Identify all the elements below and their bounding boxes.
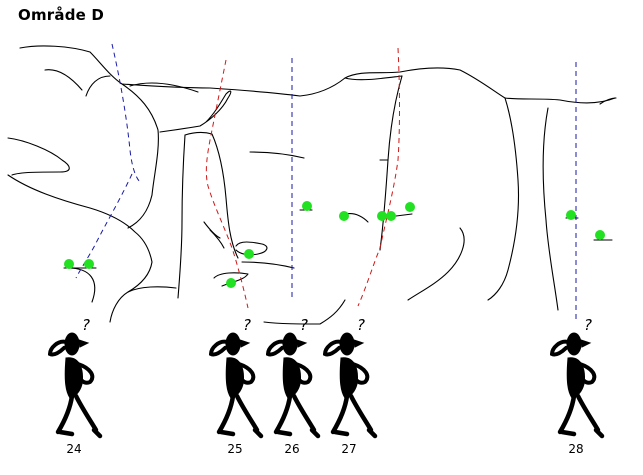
route-lines [75, 43, 577, 322]
bolt-marker [405, 202, 415, 212]
route-number-label: 25 [227, 442, 242, 456]
question-mark: ? [357, 316, 365, 334]
confused-climber-icon: ? [322, 316, 378, 439]
route-number-label: 27 [341, 442, 356, 456]
bolt-marker [386, 211, 396, 221]
confused-climber-icon: ? [47, 316, 103, 439]
bolt-marker [302, 201, 312, 211]
confused-climber-icon: ? [208, 316, 264, 439]
question-mark: ? [243, 316, 251, 334]
route-24-line [75, 43, 141, 279]
rock-outline [7, 45, 617, 325]
confused-climber-icon: ? [265, 316, 321, 439]
climbers: ? 24? 25? 26? 27? 28 [47, 316, 605, 456]
question-mark: ? [82, 316, 90, 334]
bolts [64, 201, 605, 288]
page-title: Område D [18, 6, 105, 24]
bolt-marker [595, 230, 605, 240]
confused-climber-icon: ? [549, 316, 605, 439]
question-mark: ? [584, 316, 592, 334]
bolt-marker [244, 249, 254, 259]
question-mark: ? [300, 316, 308, 334]
route-number-label: 28 [568, 442, 583, 456]
route-25-line [205, 59, 249, 309]
route-27-line [357, 47, 400, 307]
bolt-marker [64, 259, 74, 269]
bolt-marker [566, 210, 576, 220]
bolt-marker [226, 278, 236, 288]
bolt-marker [84, 259, 94, 269]
bolt-marker [377, 211, 387, 221]
route-number-label: 24 [66, 442, 81, 456]
route-number-label: 26 [284, 442, 299, 456]
bolt-marker [339, 211, 349, 221]
